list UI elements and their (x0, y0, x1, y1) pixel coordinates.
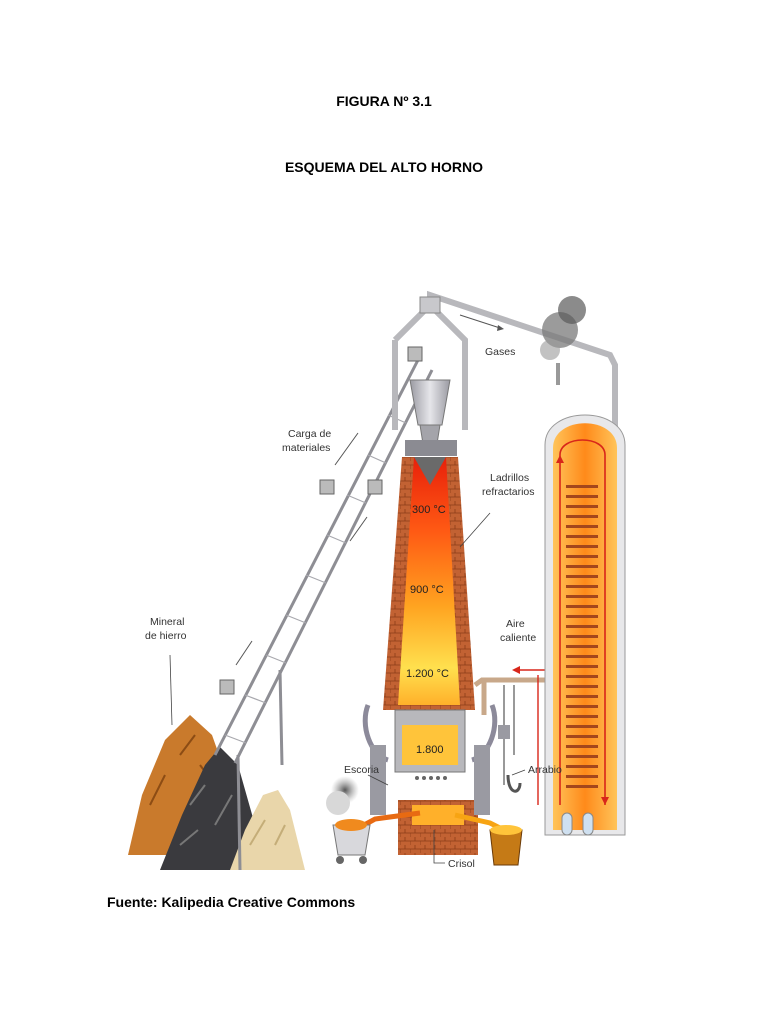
label-carga-1: Carga de (288, 428, 331, 440)
blast-furnace (362, 457, 498, 855)
label-crisol: Crisol (448, 858, 475, 870)
figure-source: Fuente: Kalipedia Creative Commons (107, 894, 356, 910)
label-ladrillos-1: Ladrillos (490, 472, 529, 484)
label-escoria: Escoria (344, 764, 379, 776)
label-ladrillos-2: refractarios (482, 486, 535, 498)
label-aire-1: Aire (506, 618, 525, 630)
ore-piles (128, 715, 305, 870)
label-aire-2: caliente (500, 632, 536, 644)
temp-1800: 1.800 (416, 744, 444, 756)
figure-subtitle: ESQUEMA DEL ALTO HORNO (284, 159, 484, 175)
gas-pipes (392, 290, 618, 463)
blast-furnace-diagram: Gases Carga de materiales Mineral de hie… (128, 290, 626, 871)
hot-blast-stove (537, 296, 626, 836)
temp-900: 900 °C (410, 584, 444, 596)
pig-iron-ladle (489, 685, 523, 866)
label-gases: Gases (485, 346, 515, 358)
label-arrabio: Arrabio (528, 764, 562, 776)
label-carga-2: materiales (282, 442, 330, 454)
temp-1200: 1.200 °C (406, 668, 449, 680)
label-mineral-2: de hierro (145, 630, 187, 642)
temp-300: 300 °C (412, 504, 446, 516)
skip-hoist (213, 346, 434, 871)
leader-lines (169, 512, 526, 864)
label-mineral-1: Mineral (150, 616, 184, 628)
charging-bell (405, 379, 457, 456)
figure-title: FIGURA Nº 3.1 (336, 93, 432, 109)
slag-cart (326, 776, 371, 864)
